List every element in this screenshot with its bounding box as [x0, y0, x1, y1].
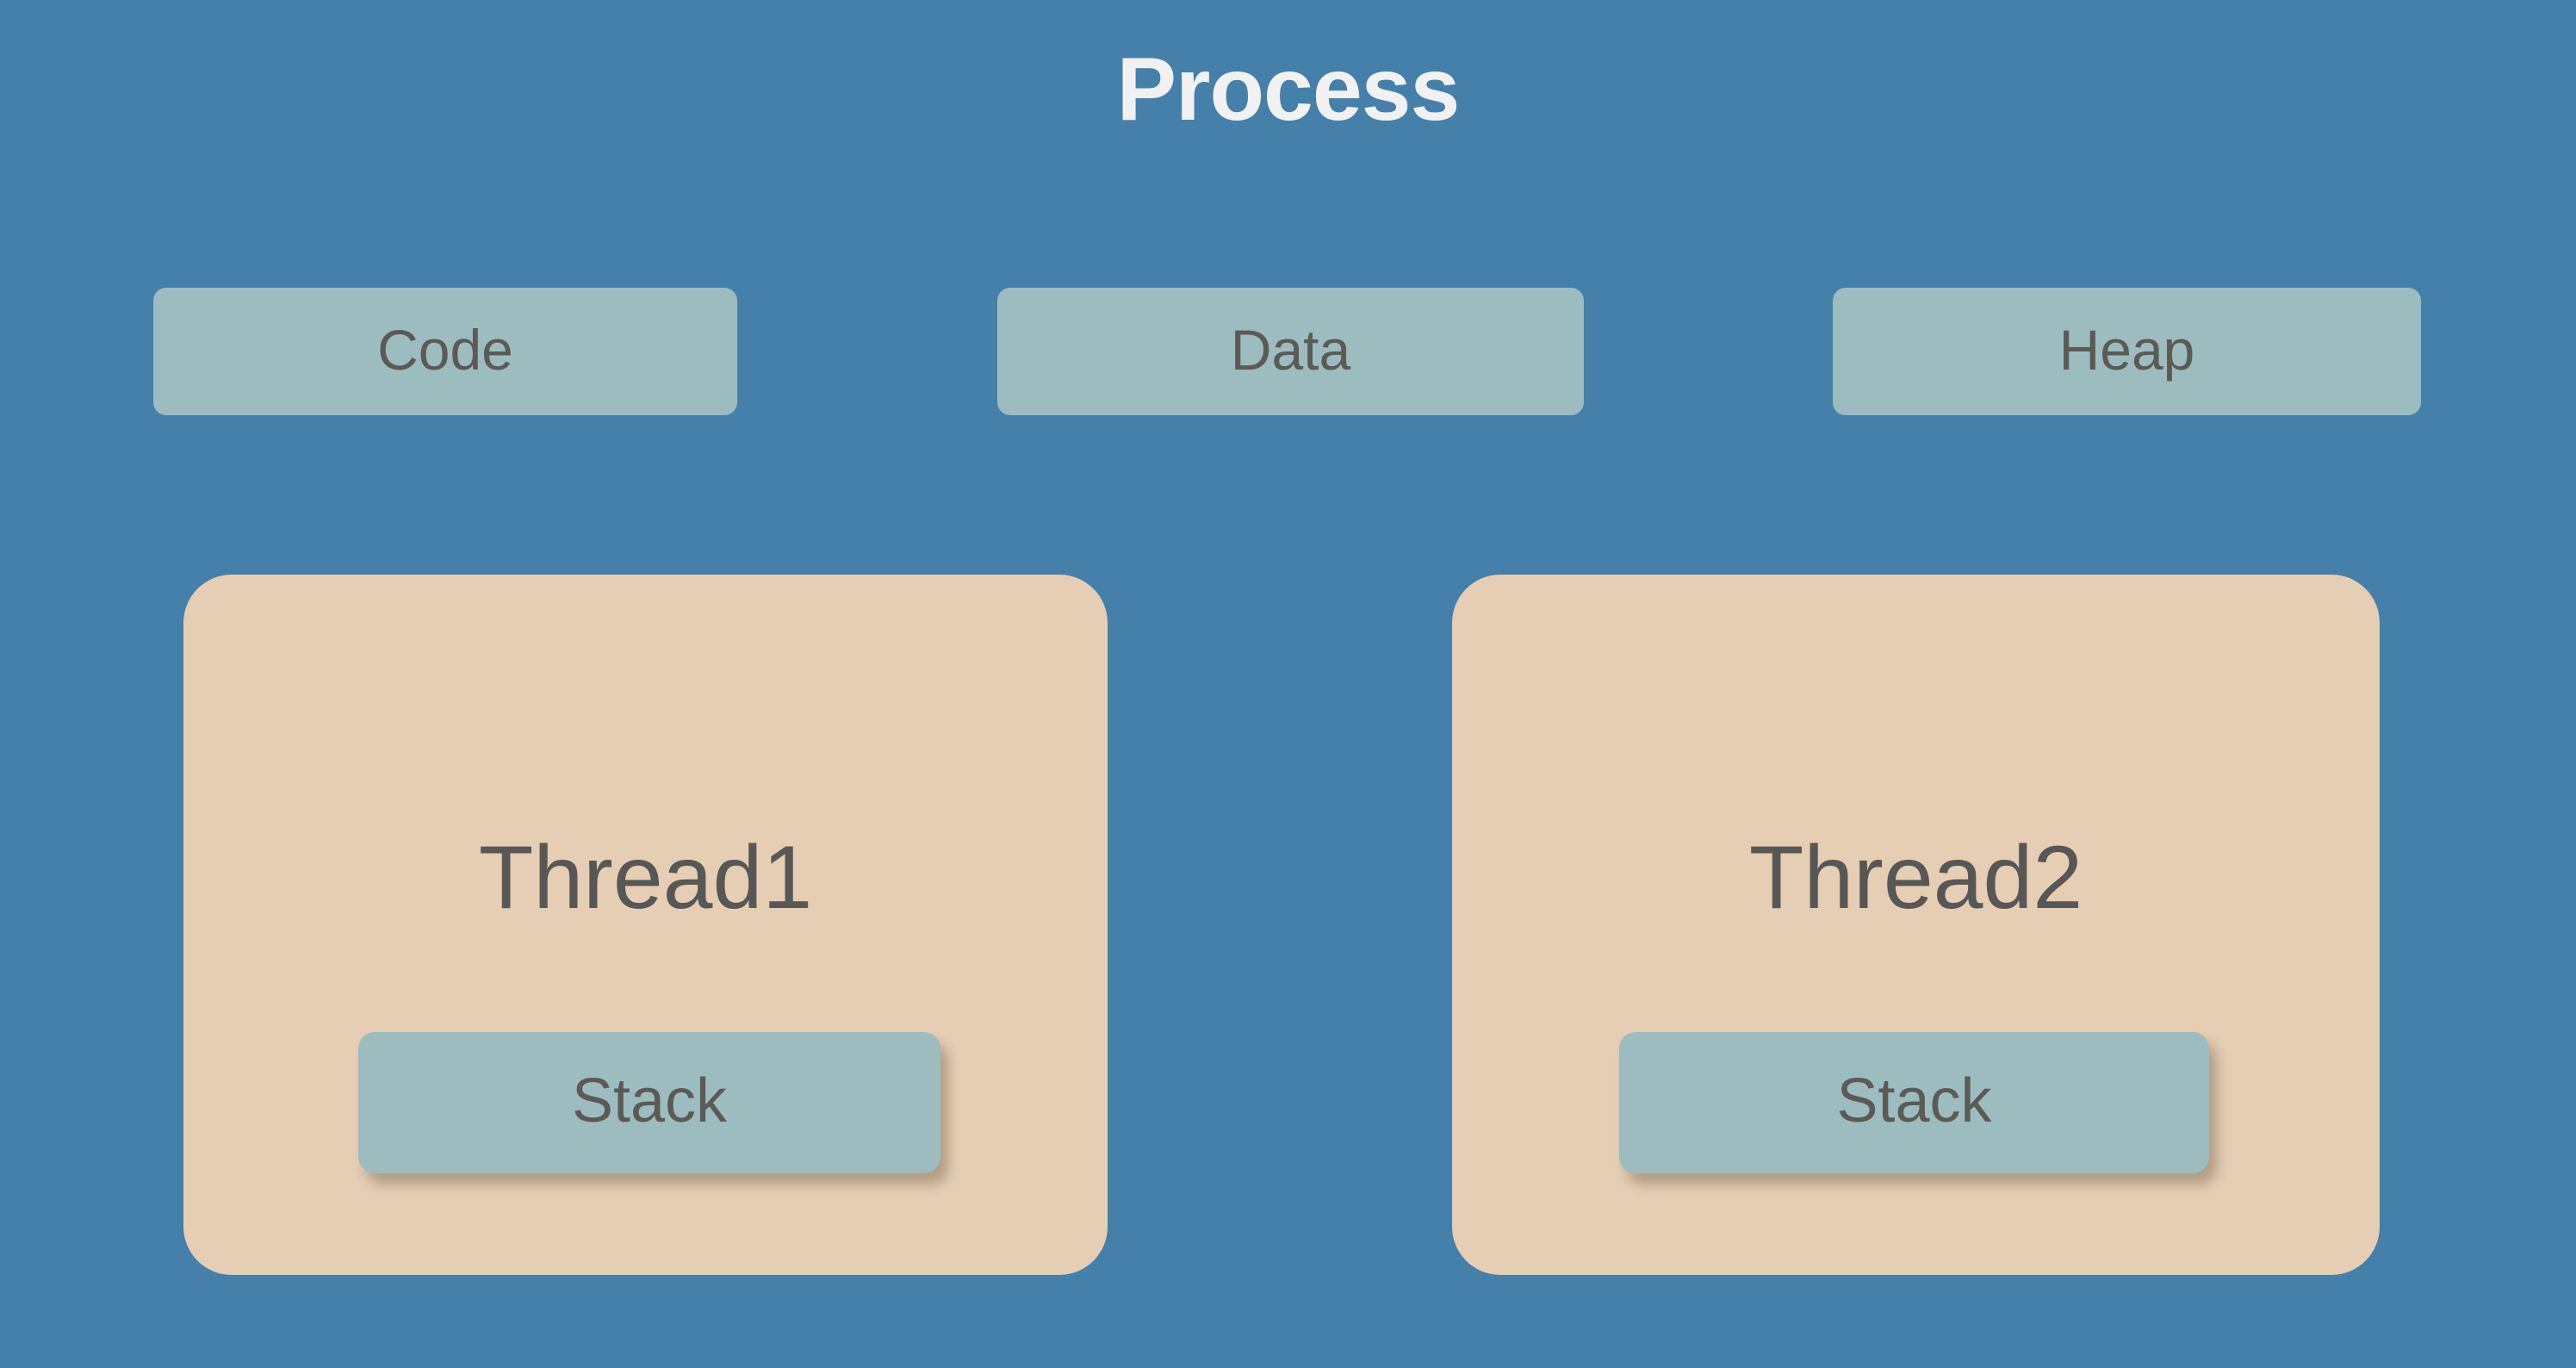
thread-title-2: Thread2: [1748, 828, 2083, 928]
thread-card-1[interactable]: Thread1 Stack: [183, 575, 1108, 1275]
stack-box-thread-1[interactable]: Stack: [358, 1032, 940, 1173]
segment-box-code[interactable]: Code: [153, 288, 737, 415]
stack-box-thread-2[interactable]: Stack: [1619, 1032, 2209, 1173]
segment-label-heap: Heap: [2058, 318, 2195, 382]
segment-box-heap[interactable]: Heap: [1833, 288, 2421, 415]
stack-label-thread-1: Stack: [571, 1066, 728, 1135]
segment-label-data: Data: [1230, 318, 1351, 382]
stack-label-thread-2: Stack: [1836, 1066, 1992, 1135]
segment-label-code: Code: [377, 318, 513, 382]
thread-title-1: Thread1: [478, 828, 813, 928]
segment-box-data[interactable]: Data: [997, 288, 1584, 415]
memory-segment-row: Code Data Heap: [0, 288, 2576, 415]
thread-card-2[interactable]: Thread2 Stack: [1452, 575, 2380, 1275]
page-title: Process: [1116, 40, 1461, 140]
